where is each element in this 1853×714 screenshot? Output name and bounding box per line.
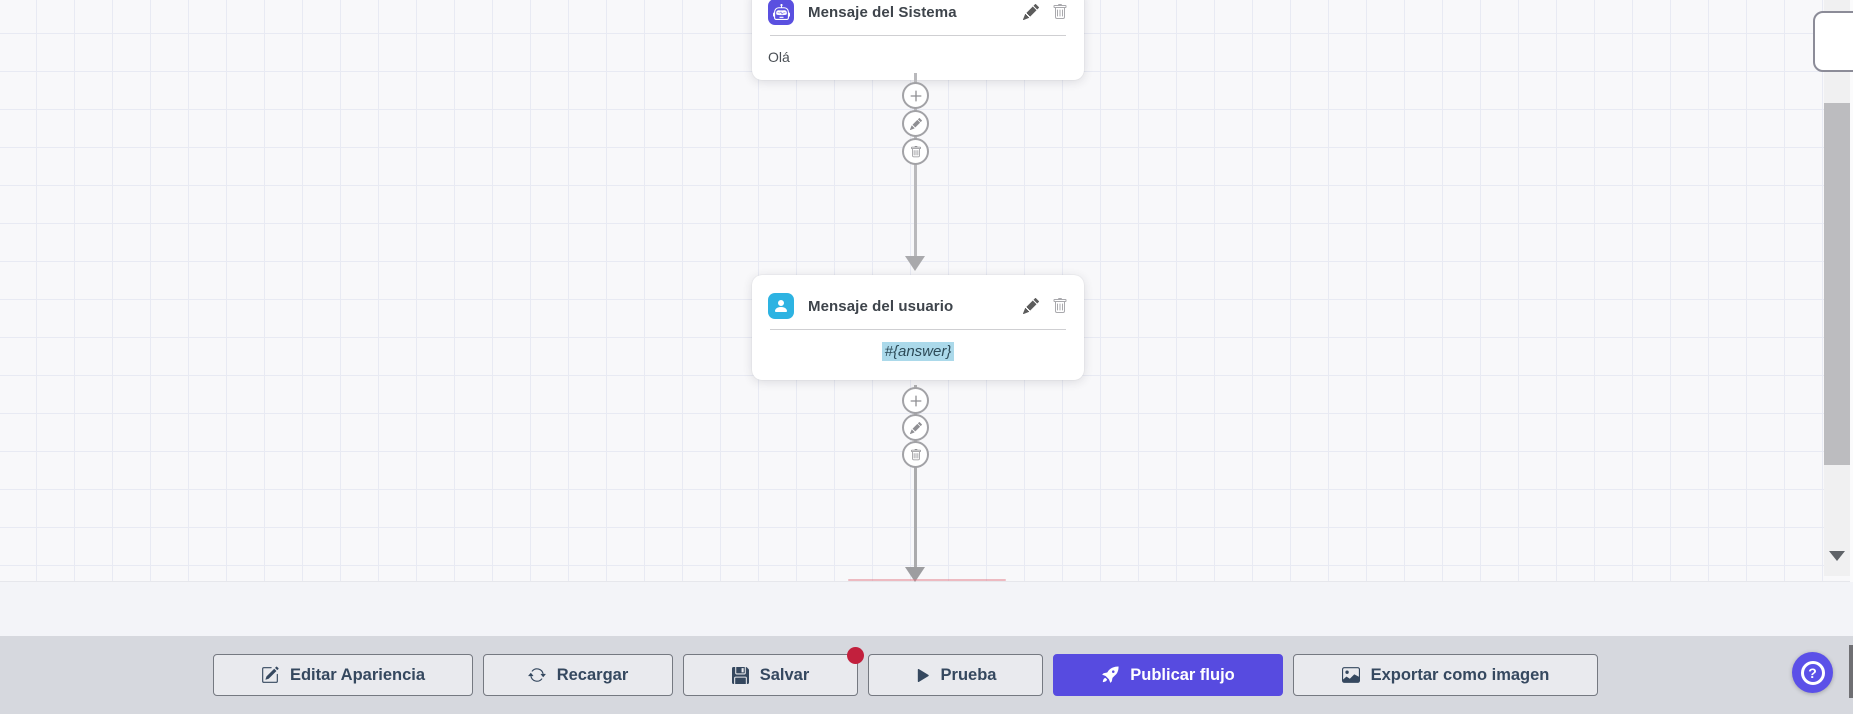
export-image-button[interactable]: Exportar como imagen bbox=[1293, 654, 1598, 696]
flow-canvas[interactable]: Mensaje del Sistema Olá bbox=[0, 0, 1853, 582]
node-divider bbox=[770, 329, 1066, 330]
node-card-user-message[interactable]: Mensaje del usuario #{answer} bbox=[752, 275, 1084, 380]
unsaved-changes-badge bbox=[847, 647, 864, 664]
bottom-toolbar: Editar Apariencia Recargar Salvar Prueba bbox=[0, 636, 1853, 714]
variable-chip: #{answer} bbox=[881, 342, 955, 361]
publish-flow-button[interactable]: Publicar flujo bbox=[1053, 654, 1283, 696]
rocket-icon bbox=[1101, 666, 1119, 684]
save-button[interactable]: Salvar bbox=[683, 647, 864, 696]
edit-node-icon[interactable] bbox=[1023, 4, 1039, 20]
insert-node-button[interactable] bbox=[902, 82, 929, 109]
delete-node-icon[interactable] bbox=[1052, 4, 1068, 20]
node-content: Olá bbox=[768, 49, 790, 65]
publish-flow-label: Publicar flujo bbox=[1130, 665, 1235, 684]
scrollbar-down-arrow-icon[interactable] bbox=[1829, 551, 1845, 561]
edit-appearance-button[interactable]: Editar Apariencia bbox=[213, 654, 473, 696]
partial-node-below bbox=[848, 579, 1006, 581]
scrollbar-gap bbox=[1850, 0, 1853, 582]
canvas-scrollbar-thumb[interactable] bbox=[1824, 103, 1850, 465]
node-header: Mensaje del usuario bbox=[768, 292, 1068, 320]
edit-connection-button[interactable] bbox=[902, 414, 929, 441]
reload-button[interactable]: Recargar bbox=[483, 654, 673, 696]
node-title: Mensaje del Sistema bbox=[808, 3, 957, 21]
collapsed-panel-tab[interactable] bbox=[1813, 11, 1853, 72]
delete-node-icon[interactable] bbox=[1052, 298, 1068, 314]
edit-node-icon[interactable] bbox=[1023, 298, 1039, 314]
edit-connection-button[interactable] bbox=[902, 110, 929, 137]
node-title: Mensaje del usuario bbox=[808, 297, 954, 315]
edit-appearance-label: Editar Apariencia bbox=[289, 665, 426, 684]
connector-arrow-icon bbox=[905, 567, 925, 582]
connector-line bbox=[914, 385, 917, 568]
robot-icon bbox=[768, 0, 794, 25]
refresh-icon bbox=[528, 666, 546, 684]
play-icon bbox=[915, 668, 930, 683]
save-label: Salvar bbox=[759, 665, 810, 684]
help-button[interactable]: ? bbox=[1792, 652, 1833, 693]
node-content: #{answer} bbox=[768, 342, 1068, 361]
export-image-label: Exportar como imagen bbox=[1370, 665, 1550, 684]
canvas-footer-band bbox=[0, 582, 1853, 636]
node-divider bbox=[770, 35, 1066, 36]
insert-node-button[interactable] bbox=[902, 387, 929, 414]
delete-connection-button[interactable] bbox=[902, 441, 929, 468]
connector-arrow-icon bbox=[905, 256, 925, 271]
image-icon bbox=[1341, 666, 1360, 684]
save-icon bbox=[731, 666, 749, 684]
edit-square-icon bbox=[261, 666, 279, 684]
user-icon bbox=[768, 293, 794, 319]
reload-label: Recargar bbox=[556, 665, 629, 684]
node-header: Mensaje del Sistema bbox=[768, 0, 1068, 26]
test-button[interactable]: Prueba bbox=[868, 654, 1043, 696]
question-mark-icon: ? bbox=[1800, 660, 1825, 685]
connector-line bbox=[914, 73, 917, 258]
delete-connection-button[interactable] bbox=[902, 138, 929, 165]
test-label: Prueba bbox=[940, 665, 997, 684]
outer-scrollbar-thumb[interactable] bbox=[1849, 645, 1853, 698]
node-card-system-message[interactable]: Mensaje del Sistema Olá bbox=[752, 0, 1084, 80]
